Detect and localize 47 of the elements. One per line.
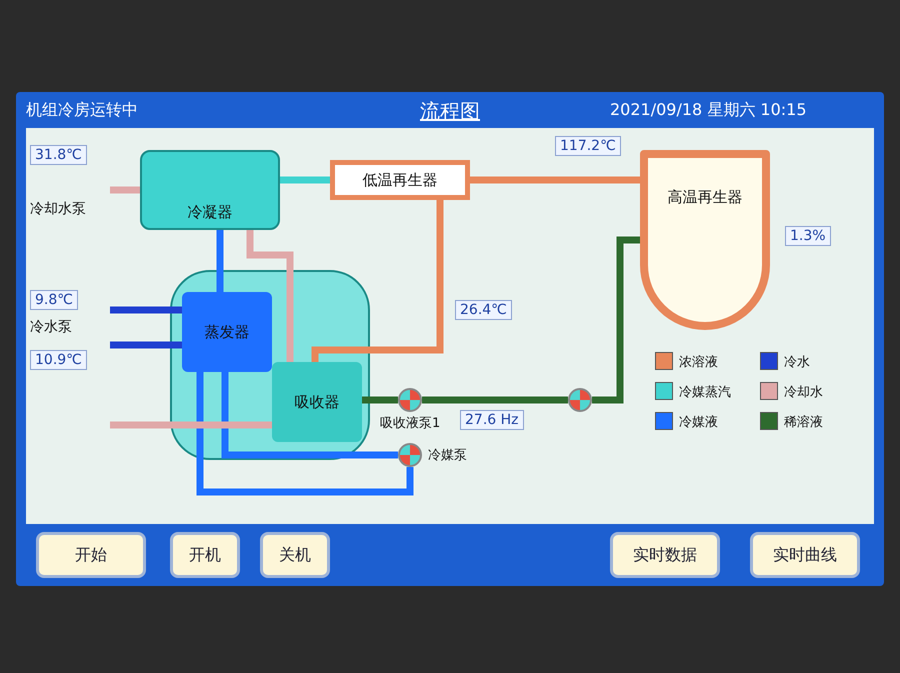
pump-label: 吸收液泵1 [380, 415, 440, 432]
pipe [110, 422, 272, 428]
pipe [312, 200, 444, 362]
readout-value: 9.8℃ [30, 290, 78, 310]
pipe-label: 冷却水泵 [30, 200, 86, 218]
pipe-label: 冷水泵 [30, 318, 72, 336]
shutdown-button: 关机 [260, 532, 330, 578]
pipe [470, 176, 640, 184]
legend-label: 稀溶液 [784, 414, 823, 431]
date-time: 2021/09/18 星期六 10:15 [610, 100, 806, 121]
component-label: 冷凝器 [188, 203, 232, 222]
readout-value: 10.9℃ [30, 350, 87, 370]
condenser-shell [140, 150, 280, 230]
legend-label: 浓溶液 [679, 354, 718, 371]
pipe [110, 306, 182, 314]
legend-label: 冷却水 [784, 384, 823, 401]
pump-label: 冷媒泵 [428, 447, 467, 464]
pipe [110, 342, 182, 348]
pipe [422, 396, 568, 404]
absorber-section [272, 362, 362, 442]
pipe [216, 230, 224, 292]
evaporator-section [182, 292, 272, 372]
pipe [280, 176, 330, 184]
status-text: 机组冷房运转中 [26, 100, 138, 121]
pipe [196, 372, 414, 496]
component-label: 高温再生器 [668, 188, 742, 207]
pipe [110, 186, 140, 194]
component-label: 吸收器 [294, 392, 340, 412]
component-label: 蒸发器 [204, 322, 250, 342]
power-on-button: 开机 [170, 532, 240, 578]
readout-value: 1.3% [785, 226, 831, 246]
pipe [362, 396, 398, 404]
pipe [222, 372, 398, 458]
pipe [246, 230, 294, 362]
generator-vessel [640, 150, 770, 330]
legend-label: 冷水 [784, 354, 810, 371]
legend-label: 冷媒液 [679, 414, 718, 431]
generator-tube [330, 160, 470, 200]
readout-value: 31.8℃ [30, 145, 87, 165]
trend-button: 实时曲线 [750, 532, 860, 578]
start-button: 开始 [36, 532, 146, 578]
data-button: 实时数据 [610, 532, 720, 578]
legend-label: 冷媒蒸汽 [679, 384, 731, 401]
readout-value: 117.2℃ [555, 136, 621, 156]
readout-value: 26.4℃ [455, 300, 512, 320]
component-label: 低温再生器 [362, 170, 438, 190]
readout-value: 27.6 Hz [460, 410, 524, 430]
